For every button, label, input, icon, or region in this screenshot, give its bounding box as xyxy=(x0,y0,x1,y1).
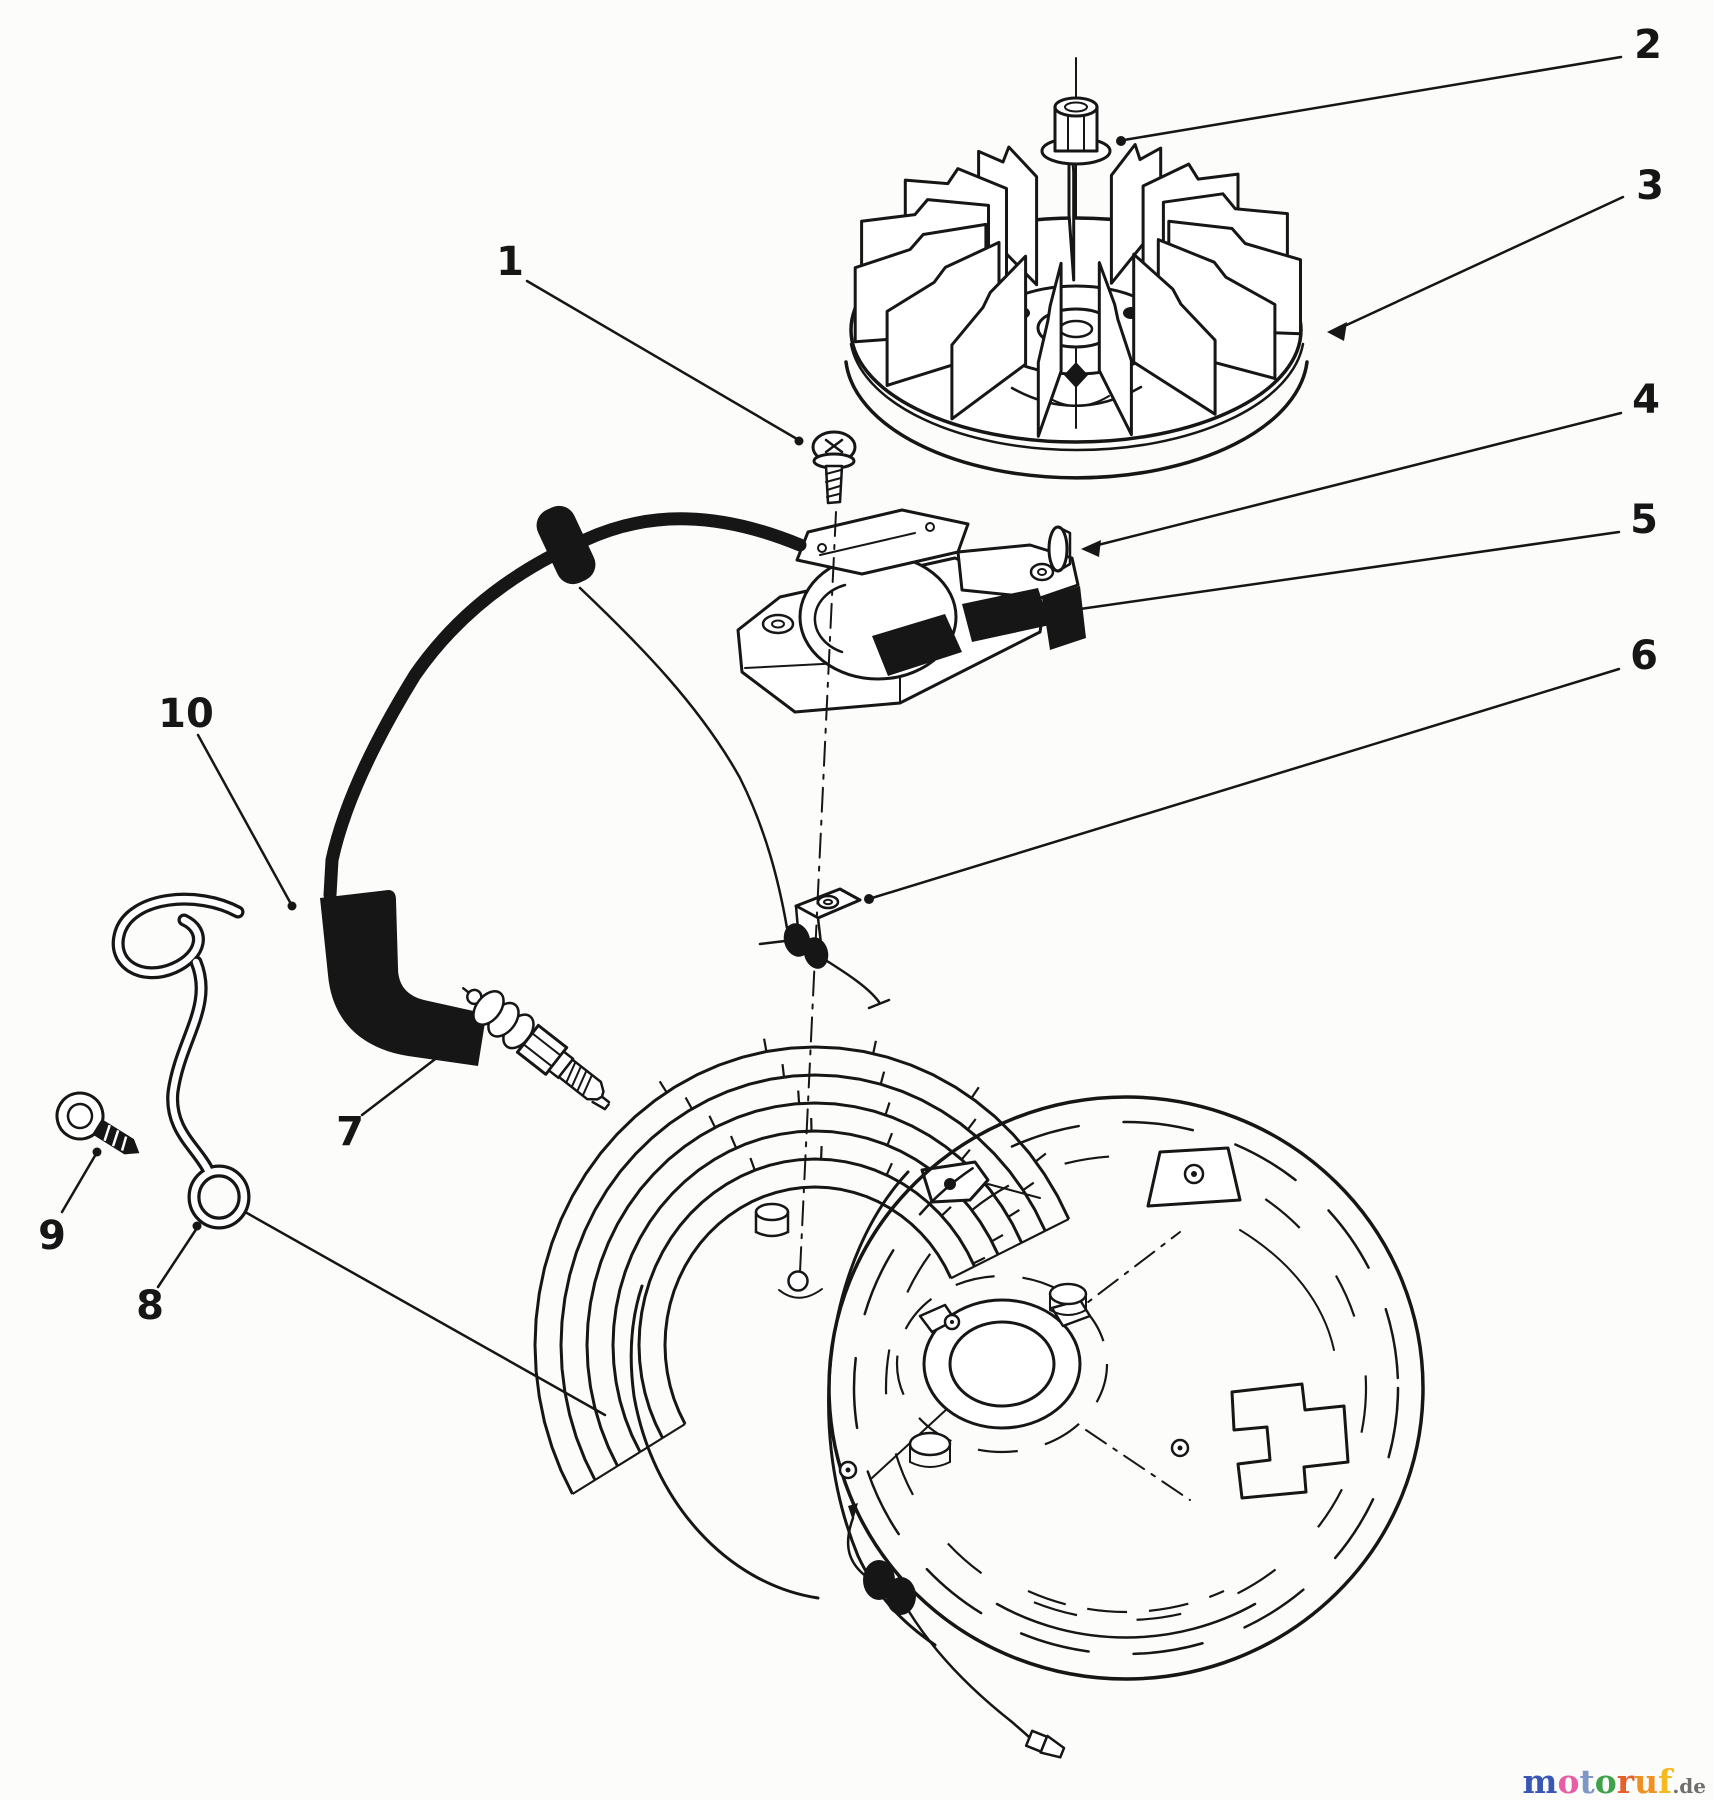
watermark-letter: f xyxy=(1658,1762,1673,1800)
cooling-fin xyxy=(663,1185,953,1425)
wire-clamp xyxy=(758,887,891,1010)
spark-plug-boot xyxy=(320,890,486,1066)
cooling-fin xyxy=(533,1045,1071,1495)
coil-pole-shoe xyxy=(872,614,962,676)
watermark-letter: r xyxy=(1616,1762,1635,1800)
callout-9: 9 xyxy=(38,1213,66,1259)
cooling-fin xyxy=(559,1073,1047,1481)
wireform-mount-line xyxy=(236,1206,607,1417)
callout-6: 6 xyxy=(1630,633,1658,679)
wire-terminal xyxy=(1024,1729,1066,1759)
callout-3: 3 xyxy=(1636,163,1664,209)
flywheel-blades-front xyxy=(853,222,1277,438)
cable-grommet xyxy=(536,505,596,585)
primary-wire xyxy=(578,586,789,930)
watermark-letter: o xyxy=(1557,1762,1580,1800)
callout-4: 4 xyxy=(1632,377,1660,423)
callout-7: 7 xyxy=(336,1109,364,1155)
watermark-letter: m xyxy=(1522,1762,1558,1800)
cooling-fin xyxy=(637,1157,976,1439)
callout-5: 5 xyxy=(1630,497,1658,543)
flywheel-assembly xyxy=(844,57,1309,480)
housing-bore xyxy=(948,1320,1056,1408)
wire-form xyxy=(111,892,251,1230)
callout-leaders xyxy=(60,55,1625,1417)
flywheel-key-mark xyxy=(1064,362,1088,388)
coil-pole-shoe xyxy=(962,588,1050,642)
fan-blade xyxy=(950,254,1028,421)
flange-bolt xyxy=(55,1091,140,1155)
callout-10: 10 xyxy=(158,691,214,737)
mounting-screw xyxy=(811,430,857,505)
housing-latch-cutout xyxy=(1230,1382,1350,1500)
dowel-pin xyxy=(1047,525,1072,573)
callout-1: 1 xyxy=(496,239,524,285)
flange-nut xyxy=(1040,96,1112,166)
fan-blade xyxy=(1036,261,1063,438)
callout-2: 2 xyxy=(1634,22,1662,68)
cooling-fin xyxy=(585,1101,1023,1467)
engine-cylinder xyxy=(533,1038,1071,1600)
spark-plug-cable xyxy=(323,505,807,902)
flywheel-rim xyxy=(844,360,1309,480)
spark-plug xyxy=(462,987,611,1111)
watermark-tld: .de xyxy=(1672,1774,1706,1798)
fan-blade xyxy=(1097,261,1133,437)
screw-centerline xyxy=(799,511,837,1273)
watermark-logo: motoruf.de xyxy=(1523,1765,1706,1798)
blower-housing xyxy=(827,1095,1425,1681)
watermark-letter: t xyxy=(1579,1762,1595,1800)
watermark-letter: o xyxy=(1594,1762,1617,1800)
callout-8: 8 xyxy=(136,1283,164,1329)
ignition-coil xyxy=(736,508,1086,714)
watermark-brand: motoruf xyxy=(1523,1762,1673,1800)
fan-blade xyxy=(1132,252,1217,416)
coil-screw-boss xyxy=(787,1270,809,1292)
coil-arm xyxy=(956,543,1080,600)
stop-switch-wire xyxy=(846,1503,1066,1759)
callout-numbers: 1 2 3 4 5 6 7 8 9 10 xyxy=(38,22,1664,1329)
watermark-letter: u xyxy=(1634,1762,1659,1800)
